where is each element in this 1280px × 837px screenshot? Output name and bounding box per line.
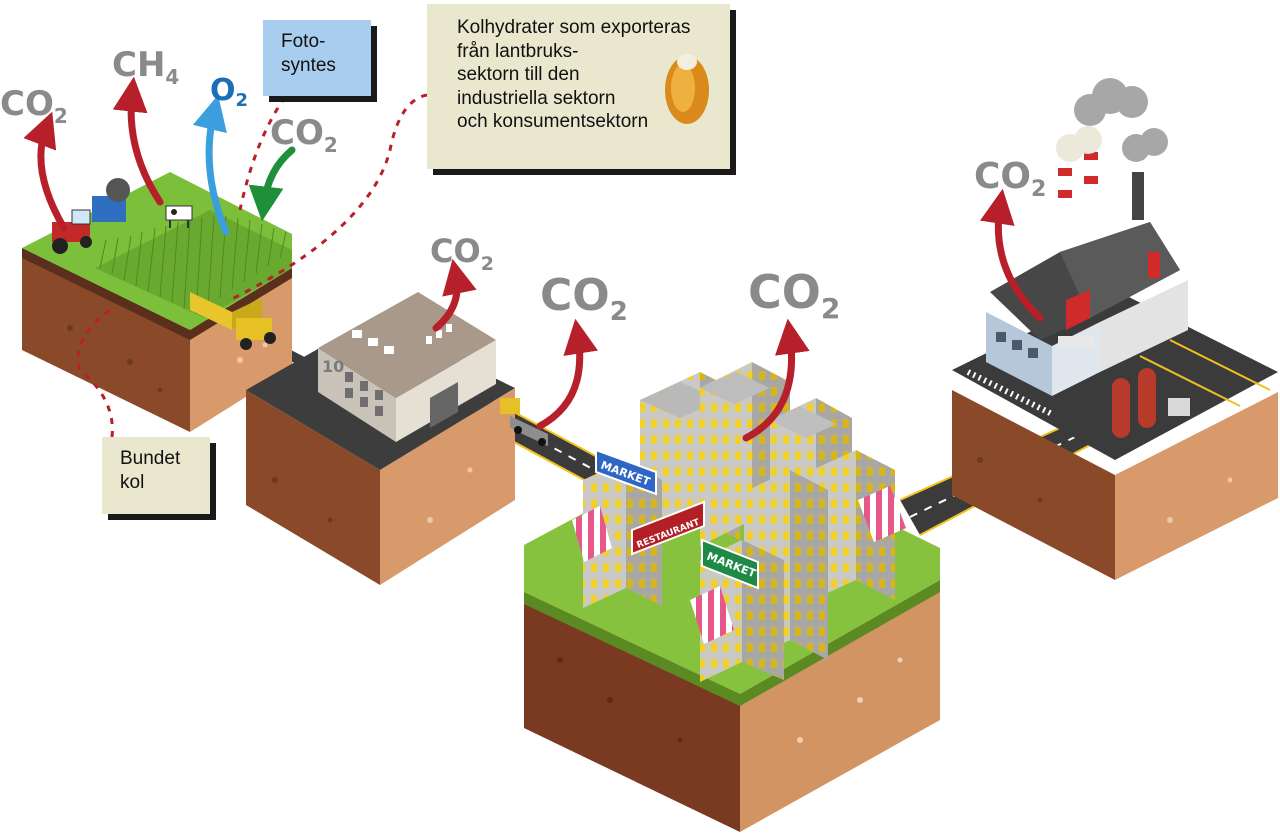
- city-buildings: [583, 362, 895, 682]
- kolhydrater-line-3: sektorn till den: [457, 64, 580, 85]
- farm-soil-right: [190, 268, 292, 432]
- co2-label-processing: CO2: [430, 232, 494, 275]
- storage-tanks: [1112, 368, 1190, 438]
- smoke-clouds: [1056, 78, 1168, 162]
- ch4-arrow: [112, 76, 164, 206]
- bundet-kol-callout: Bundet kol: [102, 437, 210, 514]
- factory-chimneys: [1058, 136, 1144, 220]
- kolhydrater-line-5: och konsumentsektorn: [457, 111, 649, 132]
- co2-arrow-city: [742, 318, 810, 442]
- cow: [165, 205, 193, 228]
- gas-labels: CO2 CH4 O2 CO2 CO2 CO2 CO2 CO2: [0, 45, 1046, 327]
- fotosyntes-line-1: Foto-: [281, 31, 326, 52]
- fotosyntes-callout: Foto- syntes: [263, 20, 371, 96]
- co2-label-city: CO2: [748, 265, 840, 325]
- farm-crop-field: [95, 210, 292, 318]
- kolhydrater-line-4: industriella sektorn: [457, 87, 616, 109]
- kolhydrater-pointer: [229, 93, 428, 302]
- callout-lines: [76, 93, 428, 438]
- kolhydrater-line-2: från lantbruks-: [457, 40, 579, 62]
- farm-block: [22, 172, 292, 432]
- co2-arrow-factory: [980, 188, 1044, 322]
- co2-label-uptake: CO2: [270, 113, 338, 157]
- city-block: MARKET RESTAURANT MARKET: [524, 362, 940, 832]
- factory-building: [986, 222, 1188, 396]
- co2-label-road: CO2: [540, 270, 628, 327]
- co2-label-factory: CO2: [974, 156, 1046, 202]
- farm-soil-left: [22, 248, 190, 432]
- yellow-truck-farm: [190, 292, 276, 350]
- grain-kernel-icon: [665, 54, 709, 124]
- bundet-kol-line-1: Bundet: [120, 448, 181, 469]
- processing-block: 10: [246, 292, 548, 585]
- o2-label: O2: [210, 73, 248, 111]
- fotosyntes-line-2: syntes: [281, 55, 336, 76]
- processing-building: 10: [318, 292, 496, 442]
- co2-arrow-farm: [23, 111, 68, 232]
- factory-block: [952, 78, 1278, 580]
- co2-arrow-road: [536, 318, 598, 430]
- ch4-label: CH4: [112, 45, 179, 89]
- baler-blue: [92, 178, 130, 222]
- co2-label-farm: CO2: [0, 84, 68, 128]
- gas-arrows: [23, 76, 1044, 442]
- yellow-truck-road: [500, 398, 548, 446]
- co2-uptake-arrow: [248, 146, 296, 222]
- kolhydrater-line-1: Kolhydrater som exporteras: [457, 17, 691, 38]
- fotosyntes-pointer: [238, 96, 287, 211]
- awnings: [572, 486, 906, 644]
- building-number: 10: [322, 357, 344, 376]
- co2-arrow-processing: [432, 258, 477, 332]
- o2-arrow: [192, 94, 230, 236]
- bundet-kol-line-2: kol: [120, 472, 145, 493]
